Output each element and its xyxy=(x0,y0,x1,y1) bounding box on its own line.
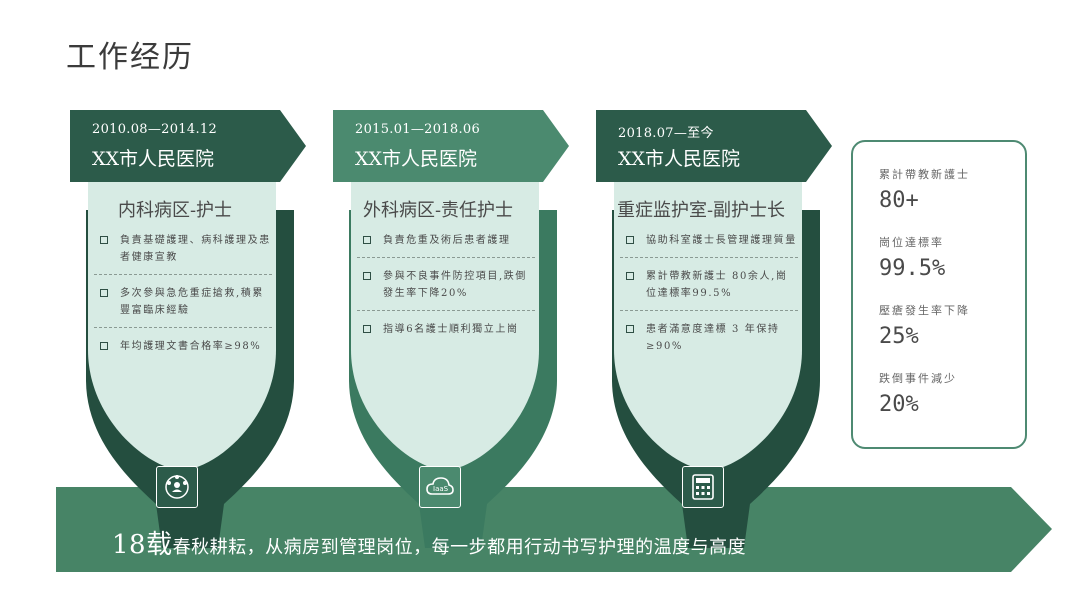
card-date: 2018.07—至今 xyxy=(618,126,714,141)
card-date: 2010.08—2014.12 xyxy=(92,122,218,137)
list-item: 多次參與急危重症搶救,積累豐富臨床經驗 xyxy=(94,274,272,327)
iaas-cloud-icon: IaaS xyxy=(419,466,461,508)
people-network-icon xyxy=(156,466,198,508)
stats-panel: 累計帶教新護士 80+ 崗位達標率 99.5% 壓瘡發生率下降 25% 跌倒事件… xyxy=(851,140,1027,449)
list-item: 患者滿意度達標 3 年保持 ≥90% xyxy=(620,310,798,363)
experience-card-3: 2018.07—至今 XX市人民医院 重症监护室-副护士长 協助科室護士長管理護… xyxy=(596,110,836,548)
stat-value: 25% xyxy=(879,324,919,349)
checkbox-icon xyxy=(363,236,371,244)
checkbox-icon xyxy=(626,236,634,244)
card-header-banner xyxy=(70,110,306,182)
list-item: 參與不良事件防控項目,跌倒發生率下降20% xyxy=(357,257,535,310)
card-header-banner xyxy=(333,110,569,182)
checkbox-icon xyxy=(363,272,371,280)
stat-value: 99.5% xyxy=(879,256,946,281)
list-item: 協助科室護士長管理護理質量 xyxy=(620,228,798,257)
svg-text:IaaS: IaaS xyxy=(433,485,449,493)
card-hospital: XX市人民医院 xyxy=(355,148,478,170)
card-role: 外科病区-责任护士 xyxy=(362,200,514,221)
list-item: 負責基礎護理、病科護理及患者健康宣教 xyxy=(94,228,272,274)
card-header-banner xyxy=(596,110,832,182)
card-bowl xyxy=(614,170,802,470)
stat-label: 崗位達標率 xyxy=(879,236,944,249)
checkbox-icon xyxy=(100,342,108,350)
checkbox-icon xyxy=(626,325,634,333)
list-item: 指導6名護士順利獨立上崗 xyxy=(357,310,535,346)
card-hospital: XX市人民医院 xyxy=(618,148,741,170)
banner-slogan: 春秋耕耘，从病房到管理岗位，每一步都用行动书写护理的温度与高度 xyxy=(172,537,747,558)
experience-card-2: 2015.01—2018.06 XX市人民医院 外科病区-责任护士 負責危重及術… xyxy=(333,110,573,548)
card-bullets: 協助科室護士長管理護理質量 累計帶教新護士 80余人,崗位達標率99.5% 患者… xyxy=(620,228,798,363)
stat-item: 跌倒事件減少 20% xyxy=(879,370,957,417)
card-date: 2015.01—2018.06 xyxy=(355,122,481,137)
card-bullets: 負責危重及術后患者護理 參與不良事件防控項目,跌倒發生率下降20% 指導6名護士… xyxy=(357,228,535,346)
card-bowl xyxy=(351,170,539,470)
card-role: 内科病区-护士 xyxy=(117,200,233,221)
stat-item: 累計帶教新護士 80+ xyxy=(879,166,970,213)
checkbox-icon xyxy=(100,236,108,244)
list-item: 年均護理文書合格率≥98% xyxy=(94,327,272,363)
banner-years: 18载 xyxy=(112,530,173,560)
stat-value: 80+ xyxy=(879,188,919,213)
stat-label: 跌倒事件減少 xyxy=(879,372,957,385)
banner-arrow xyxy=(56,487,1052,572)
banner-text: 18载春秋耕耘，从病房到管理岗位，每一步都用行动书写护理的温度与高度 xyxy=(112,524,746,561)
page-title: 工作经历 xyxy=(66,40,194,75)
checkbox-icon xyxy=(626,272,634,280)
list-item: 累計帶教新護士 80余人,崗位達標率99.5% xyxy=(620,257,798,310)
card-bowl xyxy=(88,170,276,470)
stat-item: 崗位達標率 99.5% xyxy=(879,234,945,281)
stat-item: 壓瘡發生率下降 25% xyxy=(879,302,970,349)
card-hospital: XX市人民医院 xyxy=(92,148,215,170)
stat-value: 20% xyxy=(879,392,919,417)
stat-label: 壓瘡發生率下降 xyxy=(879,304,970,317)
checkbox-icon xyxy=(100,289,108,297)
list-item: 負責危重及術后患者護理 xyxy=(357,228,535,257)
stat-label: 累計帶教新護士 xyxy=(879,168,970,181)
experience-card-1: 2010.08—2014.12 XX市人民医院 内科病区-护士 負責基礎護理、病… xyxy=(70,110,310,548)
card-role: 重症监护室-副护士长 xyxy=(616,200,786,221)
card-bullets: 負責基礎護理、病科護理及患者健康宣教 多次參與急危重症搶救,積累豐富臨床經驗 年… xyxy=(94,228,272,363)
calculator-icon xyxy=(682,466,724,508)
checkbox-icon xyxy=(363,325,371,333)
